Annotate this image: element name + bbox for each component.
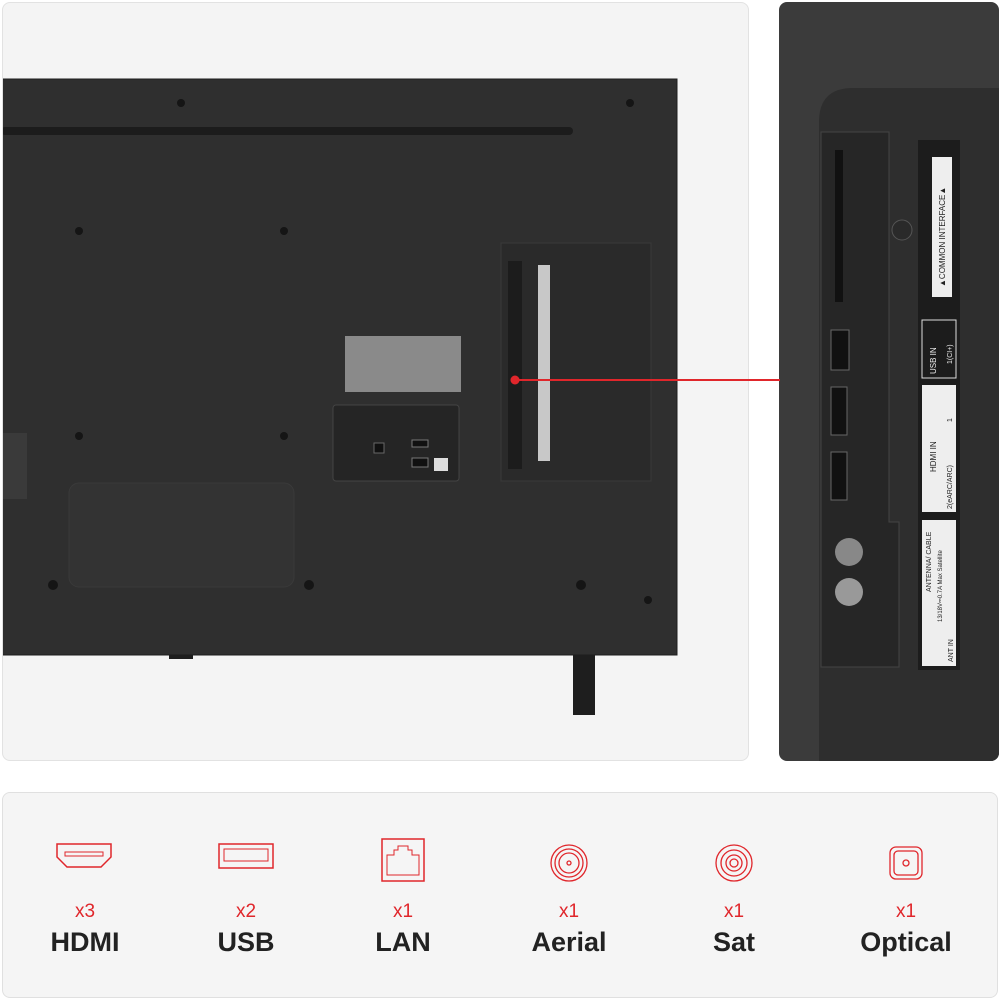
- hdmi-in-1-label: 1: [947, 418, 954, 422]
- port-count: x1: [723, 901, 745, 922]
- tv-rear-illustration: [3, 78, 678, 715]
- antenna-cable-label: ANTENNA/ CABLE: [926, 531, 933, 592]
- port-closeup-illustration: ▲COMMON INTERFACE▲ USB IN 1(CI+) HDMI IN…: [819, 88, 999, 761]
- callout-dot: [510, 375, 520, 385]
- port-count: x2: [235, 901, 257, 922]
- optical-icon: [889, 846, 923, 880]
- lan-icon: [381, 838, 425, 882]
- port-lan: x1 LAN: [323, 793, 483, 999]
- port-closeup-panel: ▲COMMON INTERFACE▲ USB IN 1(CI+) HDMI IN…: [779, 2, 999, 761]
- tv-rear-view-panel: [2, 2, 749, 761]
- callout-connector: [510, 375, 780, 385]
- port-label: Sat: [712, 927, 756, 957]
- port-satellite: x1 Sat: [654, 793, 814, 999]
- usb-icon: [218, 843, 274, 869]
- port-count: x3: [74, 901, 96, 922]
- port-aerial: x1 Aerial: [489, 793, 649, 999]
- ant-in-label: ANT IN: [948, 639, 955, 662]
- common-interface-label: ▲COMMON INTERFACE▲: [938, 187, 947, 287]
- satellite-icon: [715, 844, 753, 882]
- hdmi-in-label: HDMI IN: [929, 441, 938, 472]
- aerial-icon: [550, 844, 588, 882]
- port-label: USB: [217, 927, 275, 957]
- port-optical: x1 Optical: [826, 793, 986, 999]
- hdmi-in-2-label: 2(eARC/ARC): [947, 465, 954, 509]
- port-usb: x2 USB: [166, 793, 326, 999]
- satellite-label: 13/18V⎓0.7A Max Satellite: [938, 550, 944, 622]
- port-label: HDMI: [50, 927, 120, 957]
- port-summary-panel: x3 HDMI x2 USB x1 LAN x1 Aerial x1 Sat x…: [2, 792, 998, 998]
- port-label: Optical: [860, 927, 952, 957]
- port-label: LAN: [375, 927, 431, 957]
- port-count: x1: [558, 901, 580, 922]
- hdmi-icon: [56, 843, 112, 868]
- port-count: x1: [392, 901, 414, 922]
- port-count: x1: [895, 901, 917, 922]
- port-label: Aerial: [531, 927, 607, 957]
- port-hdmi: x3 HDMI: [5, 793, 165, 999]
- usb-in-sub-label: 1(CI+): [947, 344, 954, 364]
- usb-in-label: USB IN: [929, 347, 938, 374]
